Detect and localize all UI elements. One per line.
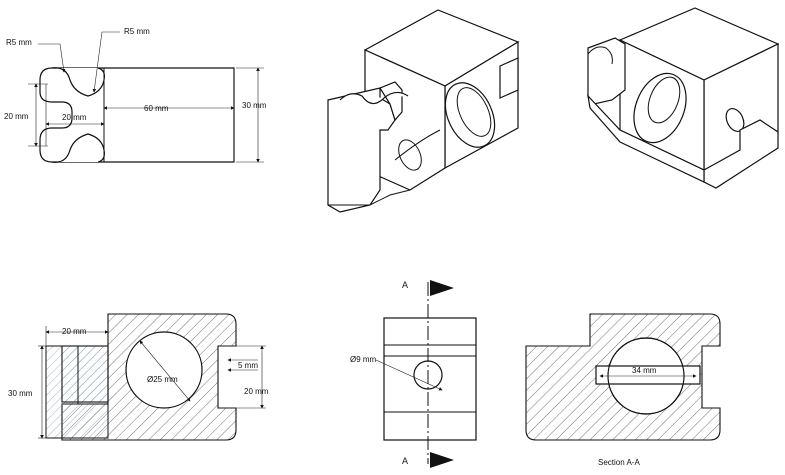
bore-dim: Ø25 mm (147, 375, 178, 384)
iso-view-front (327, 9, 520, 213)
height-dim: 30 mm (242, 101, 267, 110)
section-caption: Section A-A (598, 458, 640, 467)
front-view: Ø25 mm 20 mm 30 mm 5 mm 20 mm (8, 313, 269, 441)
length-dim: 60 mm (144, 104, 169, 113)
side-hole-dim: Ø9 mm (350, 355, 377, 364)
top-view: 60 mm 20 mm 20 mm 30 mm R5 mm R5 mm (4, 27, 267, 163)
iso-view-back (587, 7, 780, 189)
radius-outer-dim: R5 mm (6, 38, 32, 47)
radius-inner-dim: R5 mm (124, 27, 150, 36)
slot-dim: 20 mm (62, 327, 87, 336)
width-v-dim: 20 mm (4, 112, 29, 121)
section-mark-bottom: A (402, 456, 408, 466)
cut-width-dim: 34 mm (632, 366, 657, 375)
side-view: Ø9 mm A A (350, 280, 477, 468)
small-hole-dim: 5 mm (238, 361, 258, 370)
section-view: 34 mm Section A-A (525, 313, 721, 467)
total-height-dim: 30 mm (8, 389, 33, 398)
width-h-dim: 20 mm (62, 113, 87, 122)
section-mark-top: A (402, 280, 408, 290)
right-height-dim: 20 mm (244, 387, 269, 396)
